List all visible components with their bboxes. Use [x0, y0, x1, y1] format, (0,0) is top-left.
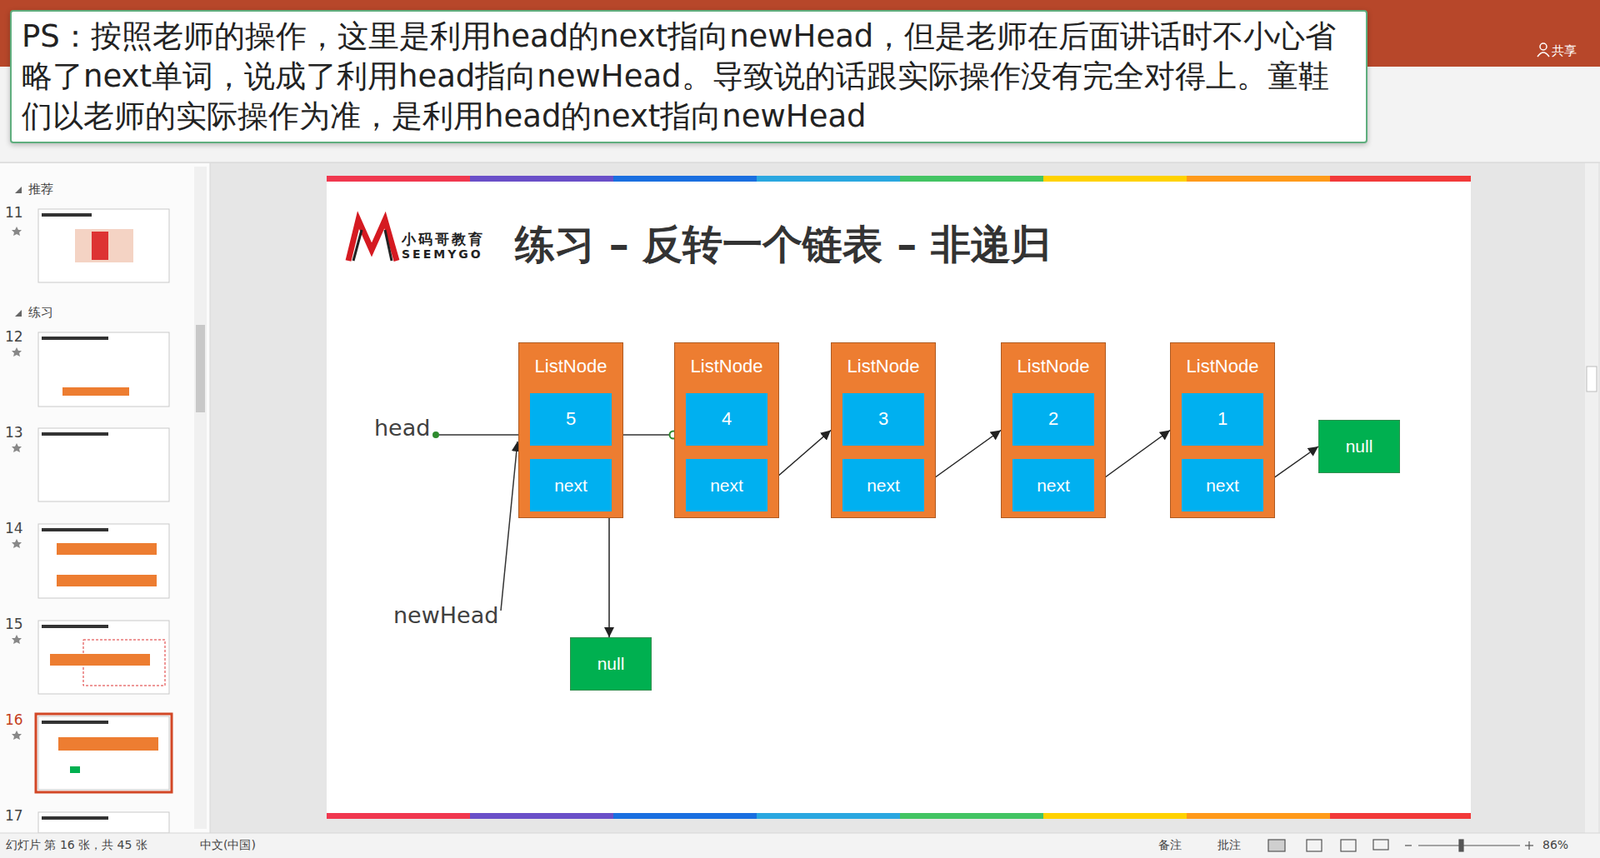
- node-text: null: [597, 654, 625, 674]
- pointer-name: newHead: [393, 602, 499, 629]
- value-field: 2: [1012, 393, 1095, 446]
- list-node-box: ListNode 5 next: [518, 342, 624, 519]
- ribbon-border: [0, 162, 1600, 164]
- slide-number: 16: [5, 711, 24, 729]
- slide-number: 13: [5, 424, 24, 441]
- selected-thumbnail: [35, 714, 172, 793]
- node-text: 1: [1217, 409, 1228, 430]
- value-field: 1: [1181, 393, 1264, 446]
- slide-pane: [0, 163, 210, 834]
- node-text: 3: [878, 409, 889, 430]
- value-field: 4: [685, 393, 768, 446]
- slide-number: 14: [5, 520, 24, 537]
- node-type-name: ListNode: [847, 356, 920, 377]
- node-text: 4: [721, 409, 732, 430]
- node-text: 5: [565, 409, 576, 430]
- share-icon: [1537, 43, 1550, 57]
- value-field: 5: [530, 393, 612, 446]
- list-node-box: ListNode 4 next: [674, 342, 780, 519]
- node-text: next: [866, 475, 900, 495]
- rainbow-bar: [326, 175, 1471, 820]
- node-text: next: [1036, 475, 1070, 495]
- list-node-box: ListNode 1 next: [1170, 342, 1275, 519]
- node-text: next: [710, 475, 744, 495]
- pane-border: [210, 163, 211, 834]
- node-type-name: ListNode: [1186, 356, 1260, 377]
- thumbnail-stars: [11, 226, 22, 740]
- next-field: next: [530, 459, 612, 512]
- status-border: [0, 833, 1600, 835]
- node-type-name: ListNode: [690, 356, 764, 377]
- slide-title: 练习 – 反转一个链表 – 非递归: [515, 218, 1051, 272]
- node-text: next: [1205, 475, 1240, 495]
- logo-text: SEEMYGO: [401, 247, 484, 261]
- next-field: next: [1012, 459, 1095, 512]
- zoom-slider: [1405, 840, 1534, 852]
- subtitle-note: PS：按照老师的操作，这里是利用head的next指向newHead，但是老师在…: [10, 10, 1368, 144]
- next-field: next: [685, 459, 768, 512]
- status-text: 中文(中国): [200, 838, 256, 854]
- zoom-level: 86%: [1542, 838, 1569, 852]
- thumbnail-content: [41, 213, 165, 820]
- status-bar: [0, 833, 1600, 858]
- share-button: 共享: [1551, 43, 1577, 60]
- pointer-name: head: [374, 415, 430, 441]
- null-box: null: [570, 637, 652, 691]
- next-field: next: [1181, 459, 1264, 512]
- node-text: next: [554, 475, 588, 495]
- slide-number: 11: [5, 204, 24, 221]
- collapse-triangle: [15, 310, 22, 317]
- slide-number: 12: [5, 328, 24, 345]
- node-type-name: ListNode: [1017, 356, 1090, 377]
- pane-scroll-thumb: [195, 325, 205, 413]
- pane-scrollbar: [194, 166, 207, 830]
- slide-number: 17: [5, 807, 24, 825]
- node-type-name: ListNode: [535, 356, 608, 377]
- next-field: next: [842, 459, 925, 512]
- logo-mark: [348, 220, 397, 261]
- pointer-dot: [432, 431, 440, 439]
- view-buttons: [1268, 840, 1389, 852]
- main-scrollbar: [1585, 163, 1599, 834]
- slide-thumbnails: [38, 209, 170, 834]
- list-node-box: ListNode 2 next: [1000, 342, 1106, 519]
- status-text: 备注: [1158, 838, 1182, 854]
- null-box: null: [1318, 420, 1400, 474]
- list-node-box: ListNode 3 next: [830, 342, 936, 519]
- collapse-triangle: [15, 186, 22, 194]
- pointer-arrow: [608, 511, 610, 638]
- status-text: 幻灯片 第 16 张，共 45 张: [5, 838, 148, 854]
- slide: [326, 175, 1471, 820]
- logo-text: 小码哥教育: [401, 230, 485, 250]
- node-text: null: [1345, 436, 1374, 456]
- main-scroll-thumb: [1586, 366, 1597, 392]
- newhead-pointer-arrow: [500, 441, 518, 611]
- section-name: 练习: [28, 305, 54, 321]
- value-field: 3: [842, 393, 925, 446]
- section-name: 推荐: [28, 181, 54, 198]
- slide-number: 15: [5, 615, 24, 633]
- node-text: 2: [1048, 409, 1059, 430]
- status-text: 批注: [1217, 838, 1241, 854]
